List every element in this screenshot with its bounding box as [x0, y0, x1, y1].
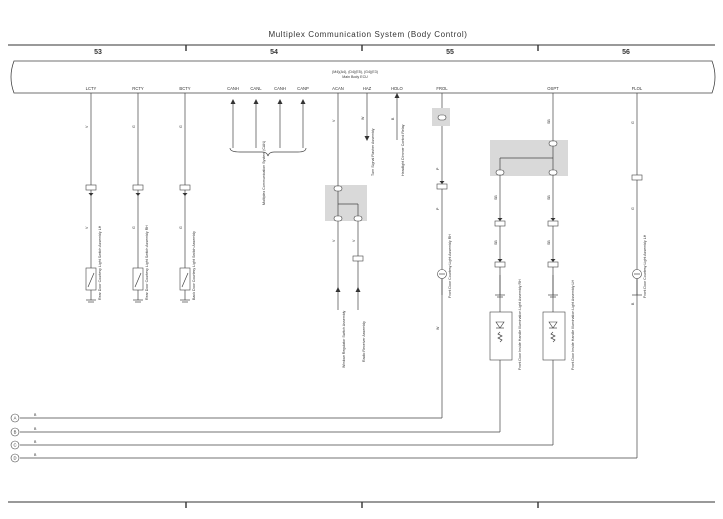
svg-text:V: V [352, 239, 356, 242]
front-courtesy-lh-label: Front Door Courtesy Light Assembly LH [643, 234, 647, 298]
ecu-pin-label: HAZ [363, 86, 372, 91]
ecu-pin-label: CANH [274, 86, 286, 91]
ecu-pin-label: LCTY [86, 86, 97, 91]
ecu-name: Main Body ECU [342, 75, 368, 79]
inside-handle-rh-label: Front Door Inside Handle Illumination Li… [518, 279, 522, 370]
svg-text:G: G [631, 207, 635, 210]
svg-text:B: B [631, 302, 635, 305]
connector-pills [333, 114, 558, 222]
ecu-pin-label: CANL [250, 86, 262, 91]
connector-label: A [14, 416, 17, 421]
svg-text:W: W [436, 326, 440, 330]
svg-text:V: V [332, 239, 336, 242]
svg-text:B: B [34, 427, 37, 431]
svg-text:P: P [436, 167, 440, 170]
front-courtesy-rh-label: Front Door Courtesy Light Assembly RH [448, 234, 452, 298]
page-title: Multiplex Communication System (Body Con… [268, 30, 467, 39]
back-door-label: Back Door Courtesy Light Switch Assembly [192, 231, 196, 300]
svg-text:W: W [361, 116, 365, 120]
bottom-connectors: A B C D [10, 413, 20, 463]
buzzer-label: Radio Receiver Assembly [362, 321, 366, 362]
ecu-pin-label: FLOL [632, 86, 643, 91]
connector-label: D [13, 456, 16, 461]
ecu-pin-label: RCTY [132, 86, 144, 91]
svg-text:G: G [179, 125, 183, 128]
courtesy-switches [85, 267, 191, 303]
illumination-light-rh [489, 311, 513, 361]
svg-text:G: G [132, 125, 136, 128]
svg-text:SB: SB [547, 195, 551, 200]
svg-text:V: V [332, 119, 336, 122]
ecu-box [10, 60, 716, 94]
ecu-pin-label: HDLO [391, 86, 403, 91]
svg-text:SB: SB [494, 195, 498, 200]
turn-signal-label: Turn Signal Flasher Assembly [371, 128, 375, 176]
connector-label: B [14, 430, 17, 435]
svg-text:B: B [34, 453, 37, 457]
ecu-pin-label: CANH [227, 86, 239, 91]
svg-text:P: P [436, 207, 440, 210]
inside-handle-lh-label: Front Door Inside Handle Illumination Li… [571, 280, 575, 370]
connector-boxes [85, 174, 643, 268]
svg-text:SB: SB [494, 240, 498, 245]
section-number: 53 [94, 49, 102, 56]
ecu-code: (M4)(A4), (D4)(E5), (G4)(E3) [332, 70, 378, 74]
ecu-pin-label: FROL [436, 86, 448, 91]
window-regulator-label: Window Regulator Switch Assembly [342, 310, 346, 368]
wire-color-labels: V G G V G G V W B V V P P SB SB SB SB SB… [34, 116, 635, 457]
multiplex-label: Multiplex Communication System (CAN) [262, 141, 266, 205]
component-labels: Rear Door Courtesy Light Switch Assembly… [98, 124, 647, 370]
junction-block [325, 185, 367, 221]
ecu-pin-labels: LCTY RCTY BCTY CANH CANL CANH CANP ACAN … [86, 86, 643, 91]
ecu-pin-label: ACAN [332, 86, 344, 91]
section-number: 55 [446, 49, 454, 56]
svg-text:B: B [34, 413, 37, 417]
svg-text:V: V [85, 226, 89, 229]
rear-door-lh-label: Rear Door Courtesy Light Switch Assembly… [98, 225, 102, 300]
svg-text:G: G [132, 226, 136, 229]
section-number: 56 [622, 49, 630, 56]
illumination-light-lh [542, 311, 566, 361]
ecu-pin-label: CANP [297, 86, 309, 91]
svg-text:G: G [631, 121, 635, 124]
ecu-pin-label: BCTY [179, 86, 190, 91]
svg-text:SB: SB [547, 119, 551, 124]
connector-label: C [13, 443, 16, 448]
arrows [88, 93, 556, 292]
svg-text:SB: SB [547, 240, 551, 245]
section-number: 54 [270, 49, 278, 56]
svg-text:B: B [391, 117, 395, 120]
headlight-label: Headlight Dimmer Control Relay [401, 124, 405, 176]
ecu-pin-label: OSPT [547, 86, 559, 91]
svg-text:V: V [85, 125, 89, 128]
svg-text:B: B [34, 440, 37, 444]
rear-door-rh-label: Rear Door Courtesy Light Switch Assembly… [145, 225, 149, 300]
svg-text:G: G [179, 226, 183, 229]
